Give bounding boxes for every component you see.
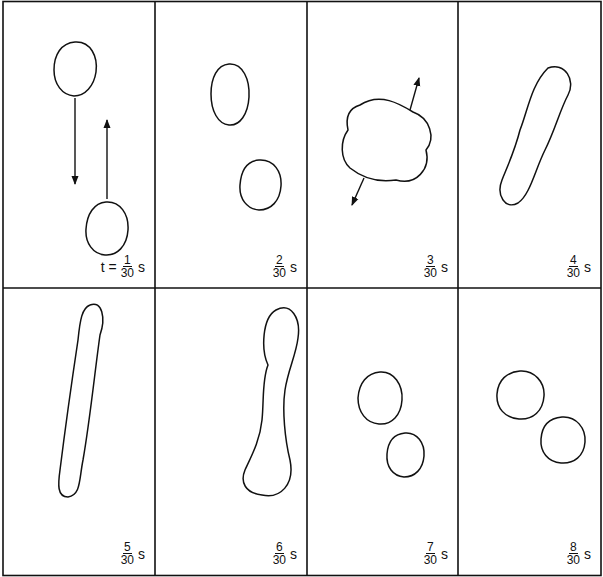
time-unit: s bbox=[584, 546, 591, 562]
time-label: 630 s bbox=[273, 541, 297, 567]
velocity-arrows bbox=[75, 78, 419, 205]
time-fraction: 230 bbox=[273, 254, 286, 280]
fraction-numerator: 2 bbox=[275, 254, 284, 268]
time-unit: s bbox=[441, 259, 448, 275]
time-label: 830 s bbox=[567, 541, 591, 567]
time-fraction: 830 bbox=[567, 541, 580, 567]
fraction-numerator: 1 bbox=[123, 254, 132, 268]
time-fraction: 430 bbox=[567, 254, 580, 280]
time-label: 330 s bbox=[424, 254, 448, 280]
fraction-numerator: 7 bbox=[426, 541, 435, 555]
time-unit: s bbox=[584, 259, 591, 275]
fraction-denominator: 30 bbox=[273, 554, 286, 567]
fraction-numerator: 5 bbox=[123, 541, 132, 555]
time-unit: s bbox=[290, 259, 297, 275]
time-unit: s bbox=[138, 546, 145, 562]
fraction-numerator: 4 bbox=[569, 254, 578, 268]
panel-grid bbox=[3, 2, 601, 576]
drop-outlines bbox=[54, 42, 585, 497]
time-label: t = 130 s bbox=[101, 254, 145, 280]
fraction-denominator: 30 bbox=[273, 267, 286, 280]
time-fraction: 730 bbox=[424, 541, 437, 567]
fraction-denominator: 30 bbox=[567, 554, 580, 567]
time-unit: s bbox=[290, 546, 297, 562]
time-label: 430 s bbox=[567, 254, 591, 280]
fraction-numerator: 3 bbox=[426, 254, 435, 268]
fraction-denominator: 30 bbox=[121, 267, 134, 280]
time-label: 730 s bbox=[424, 541, 448, 567]
time-unit: s bbox=[441, 546, 448, 562]
time-fraction: 630 bbox=[273, 541, 286, 567]
fraction-denominator: 30 bbox=[424, 267, 437, 280]
fraction-numerator: 8 bbox=[569, 541, 578, 555]
fraction-denominator: 30 bbox=[121, 554, 134, 567]
time-fraction: 330 bbox=[424, 254, 437, 280]
fraction-denominator: 30 bbox=[567, 267, 580, 280]
time-fraction: 130 bbox=[121, 254, 134, 280]
fraction-numerator: 6 bbox=[275, 541, 284, 555]
time-unit: s bbox=[138, 259, 145, 275]
time-fraction: 530 bbox=[121, 541, 134, 567]
time-prefix: t = bbox=[101, 259, 117, 275]
time-label: 230 s bbox=[273, 254, 297, 280]
fraction-denominator: 30 bbox=[424, 554, 437, 567]
time-label: 530 s bbox=[121, 541, 145, 567]
